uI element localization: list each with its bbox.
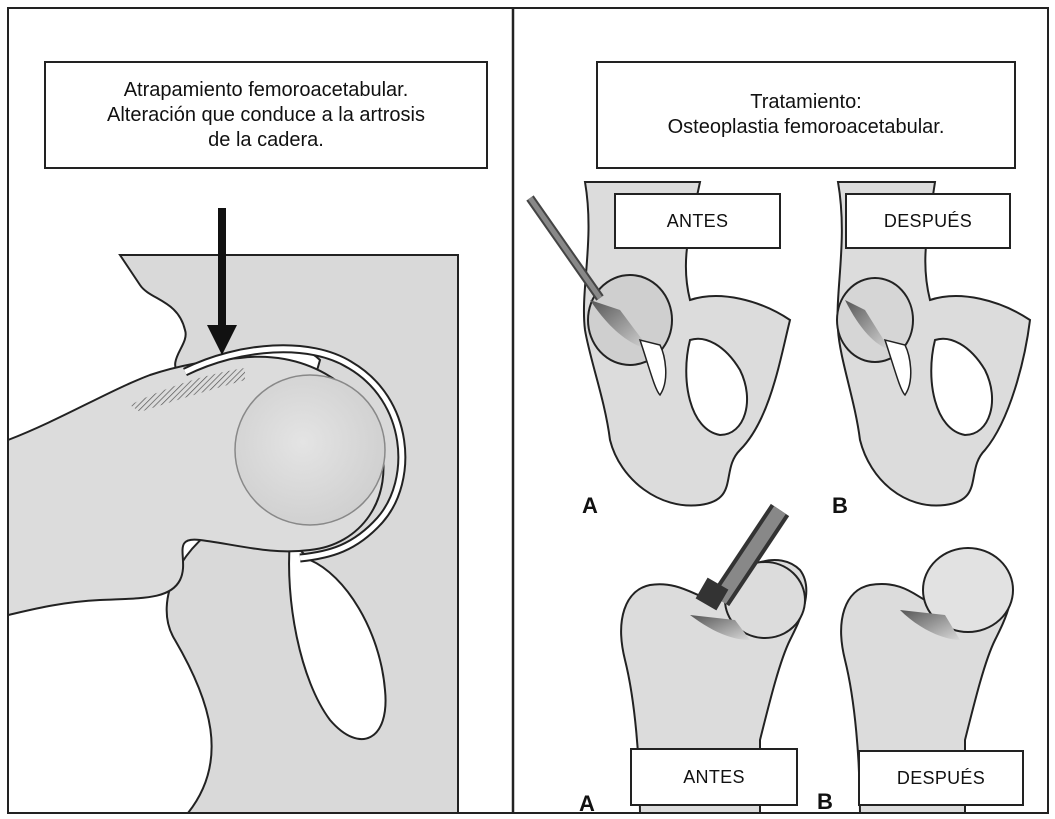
label-after-top: DESPUÉS: [845, 193, 1011, 249]
label-after-bottom: DESPUÉS: [858, 750, 1024, 806]
left-caption-line-3: de la cadera.: [107, 128, 425, 153]
left-caption-box: Atrapamiento femoroacetabular. Alteració…: [44, 61, 488, 169]
right-caption-line-2: Osteoplastia femoroacetabular.: [668, 115, 945, 140]
letter-b-bottom: B: [817, 789, 833, 815]
right-caption-line-1: Tratamiento:: [668, 90, 945, 115]
right-caption-box: Tratamiento: Osteoplastia femoroacetabul…: [596, 61, 1016, 169]
letter-a-top: A: [582, 493, 598, 519]
femoral-head: [235, 375, 385, 525]
letter-b-top: B: [832, 493, 848, 519]
label-before-top: ANTES: [614, 193, 781, 249]
left-caption-line-1: Atrapamiento femoroacetabular.: [107, 78, 425, 103]
label-before-bottom: ANTES: [630, 748, 798, 806]
letter-a-bottom: A: [579, 791, 595, 817]
hip-joint-illustration: [8, 208, 458, 813]
left-caption-line-2: Alteración que conduce a la artrosis: [107, 103, 425, 128]
